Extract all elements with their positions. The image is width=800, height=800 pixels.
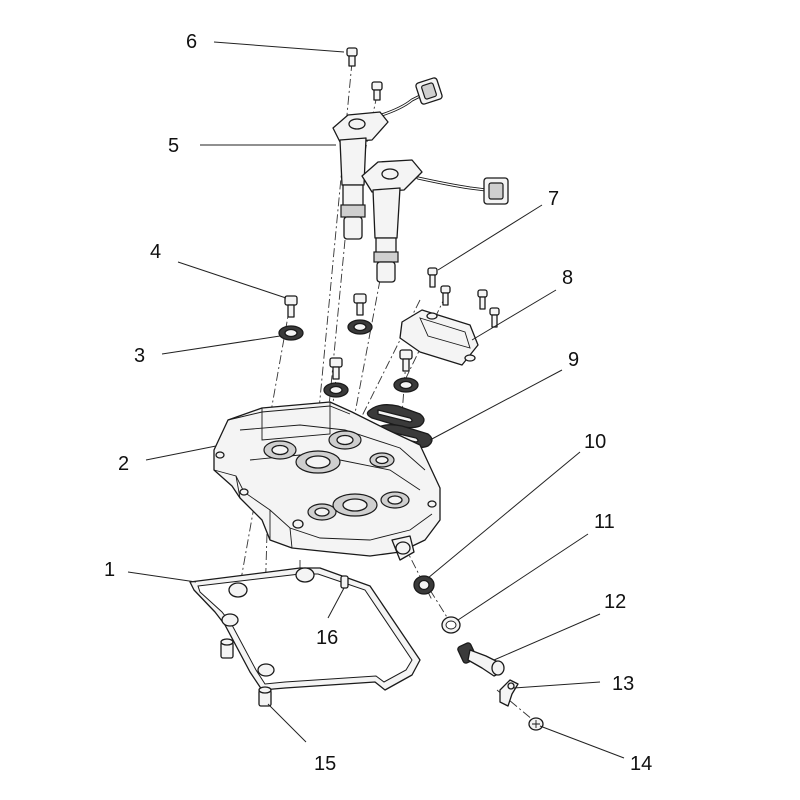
callout-15: 15 (314, 753, 336, 775)
plug-4c (323, 357, 349, 398)
o-ring-11 (441, 616, 461, 634)
bolts-7 (427, 267, 500, 328)
cover-8 (399, 309, 479, 366)
leader-lines (127, 41, 625, 759)
callout-2: 2 (118, 453, 129, 475)
seal-10 (413, 575, 435, 595)
dowel-16 (340, 575, 349, 589)
ignition-coil-rear (332, 77, 443, 240)
callout-3: 3 (134, 345, 145, 367)
callout-4: 4 (150, 241, 161, 263)
screw-14 (528, 717, 544, 731)
callout-11: 11 (594, 511, 615, 533)
cylinder-head-cover-2 (213, 401, 441, 561)
callout-5: 5 (168, 135, 179, 157)
callout-14: 14 (630, 753, 652, 775)
plug-4d (393, 349, 419, 393)
callout-labels: 6 5 4 3 2 1 7 8 9 10 11 12 13 14 15 16 (104, 31, 652, 775)
ignition-coil-front (361, 159, 509, 283)
bolt-6b (371, 81, 383, 101)
plug-4 (278, 295, 304, 341)
callout-1: 1 (104, 559, 115, 581)
clip-13 (499, 679, 519, 707)
cover-gasket-1 (189, 567, 421, 691)
sleeve-15 (220, 638, 272, 707)
callout-13: 13 (612, 673, 634, 695)
callout-6: 6 (186, 31, 197, 53)
callout-7: 7 (548, 188, 559, 210)
callout-16: 16 (316, 627, 338, 649)
callout-8: 8 (562, 267, 573, 289)
callout-9: 9 (568, 349, 579, 371)
breather-fitting-12 (457, 642, 505, 677)
callout-12: 12 (604, 591, 626, 613)
bolt-6 (346, 47, 358, 67)
plug-4b (347, 293, 373, 335)
callout-10: 10 (584, 431, 606, 453)
